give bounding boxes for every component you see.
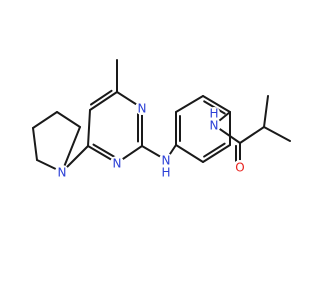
bond-pyrrolidine	[56, 111, 81, 128]
bond-pyrrolidine	[32, 127, 38, 161]
atom-label-background	[135, 101, 149, 115]
atom-n-ring-a: N	[135, 101, 149, 116]
bond-phenyl	[202, 144, 231, 163]
atom-hydrogen: H	[161, 166, 170, 180]
atom-label-background	[207, 118, 221, 132]
atom-label-background	[208, 107, 220, 119]
atom-hydrogen: H	[209, 107, 218, 121]
bond-isopropyl	[239, 126, 265, 144]
bond-phenyl-double	[203, 142, 226, 158]
bond-pyrimidine	[87, 109, 91, 147]
atom-symbol: N	[113, 157, 122, 171]
atom-label-background	[110, 156, 124, 170]
bond-pyrimidine	[89, 91, 118, 111]
atom-label-background	[233, 160, 247, 174]
bond-pyrimidine-double	[90, 89, 113, 106]
bond-pyrrolidine	[61, 126, 81, 173]
atom-o-amide: O	[233, 160, 247, 175]
bond-pyrimidine-double	[92, 143, 117, 159]
atom-symbol: N	[138, 102, 147, 116]
bond-phenyl	[175, 95, 204, 113]
atom-symbol: O	[235, 161, 244, 175]
bond-isopropyl	[263, 126, 291, 142]
atom-n-ring-b: N	[110, 156, 124, 171]
bond-phenyl	[175, 144, 204, 163]
atom-n-pyr: N	[55, 165, 69, 180]
atom-symbol: N	[162, 154, 171, 168]
bond-pyrrolidine	[32, 111, 58, 129]
atom-nh-link: NH	[159, 153, 173, 180]
bond-phenyl	[202, 95, 231, 113]
atom-symbol: N	[58, 166, 67, 180]
atom-nh-amide: NH	[207, 107, 221, 133]
atom-label-background	[159, 153, 173, 167]
atom-label-background	[55, 165, 69, 179]
bond-isopropyl	[263, 95, 269, 128]
atom-label-background	[160, 166, 172, 178]
atom-symbol: N	[210, 119, 219, 133]
